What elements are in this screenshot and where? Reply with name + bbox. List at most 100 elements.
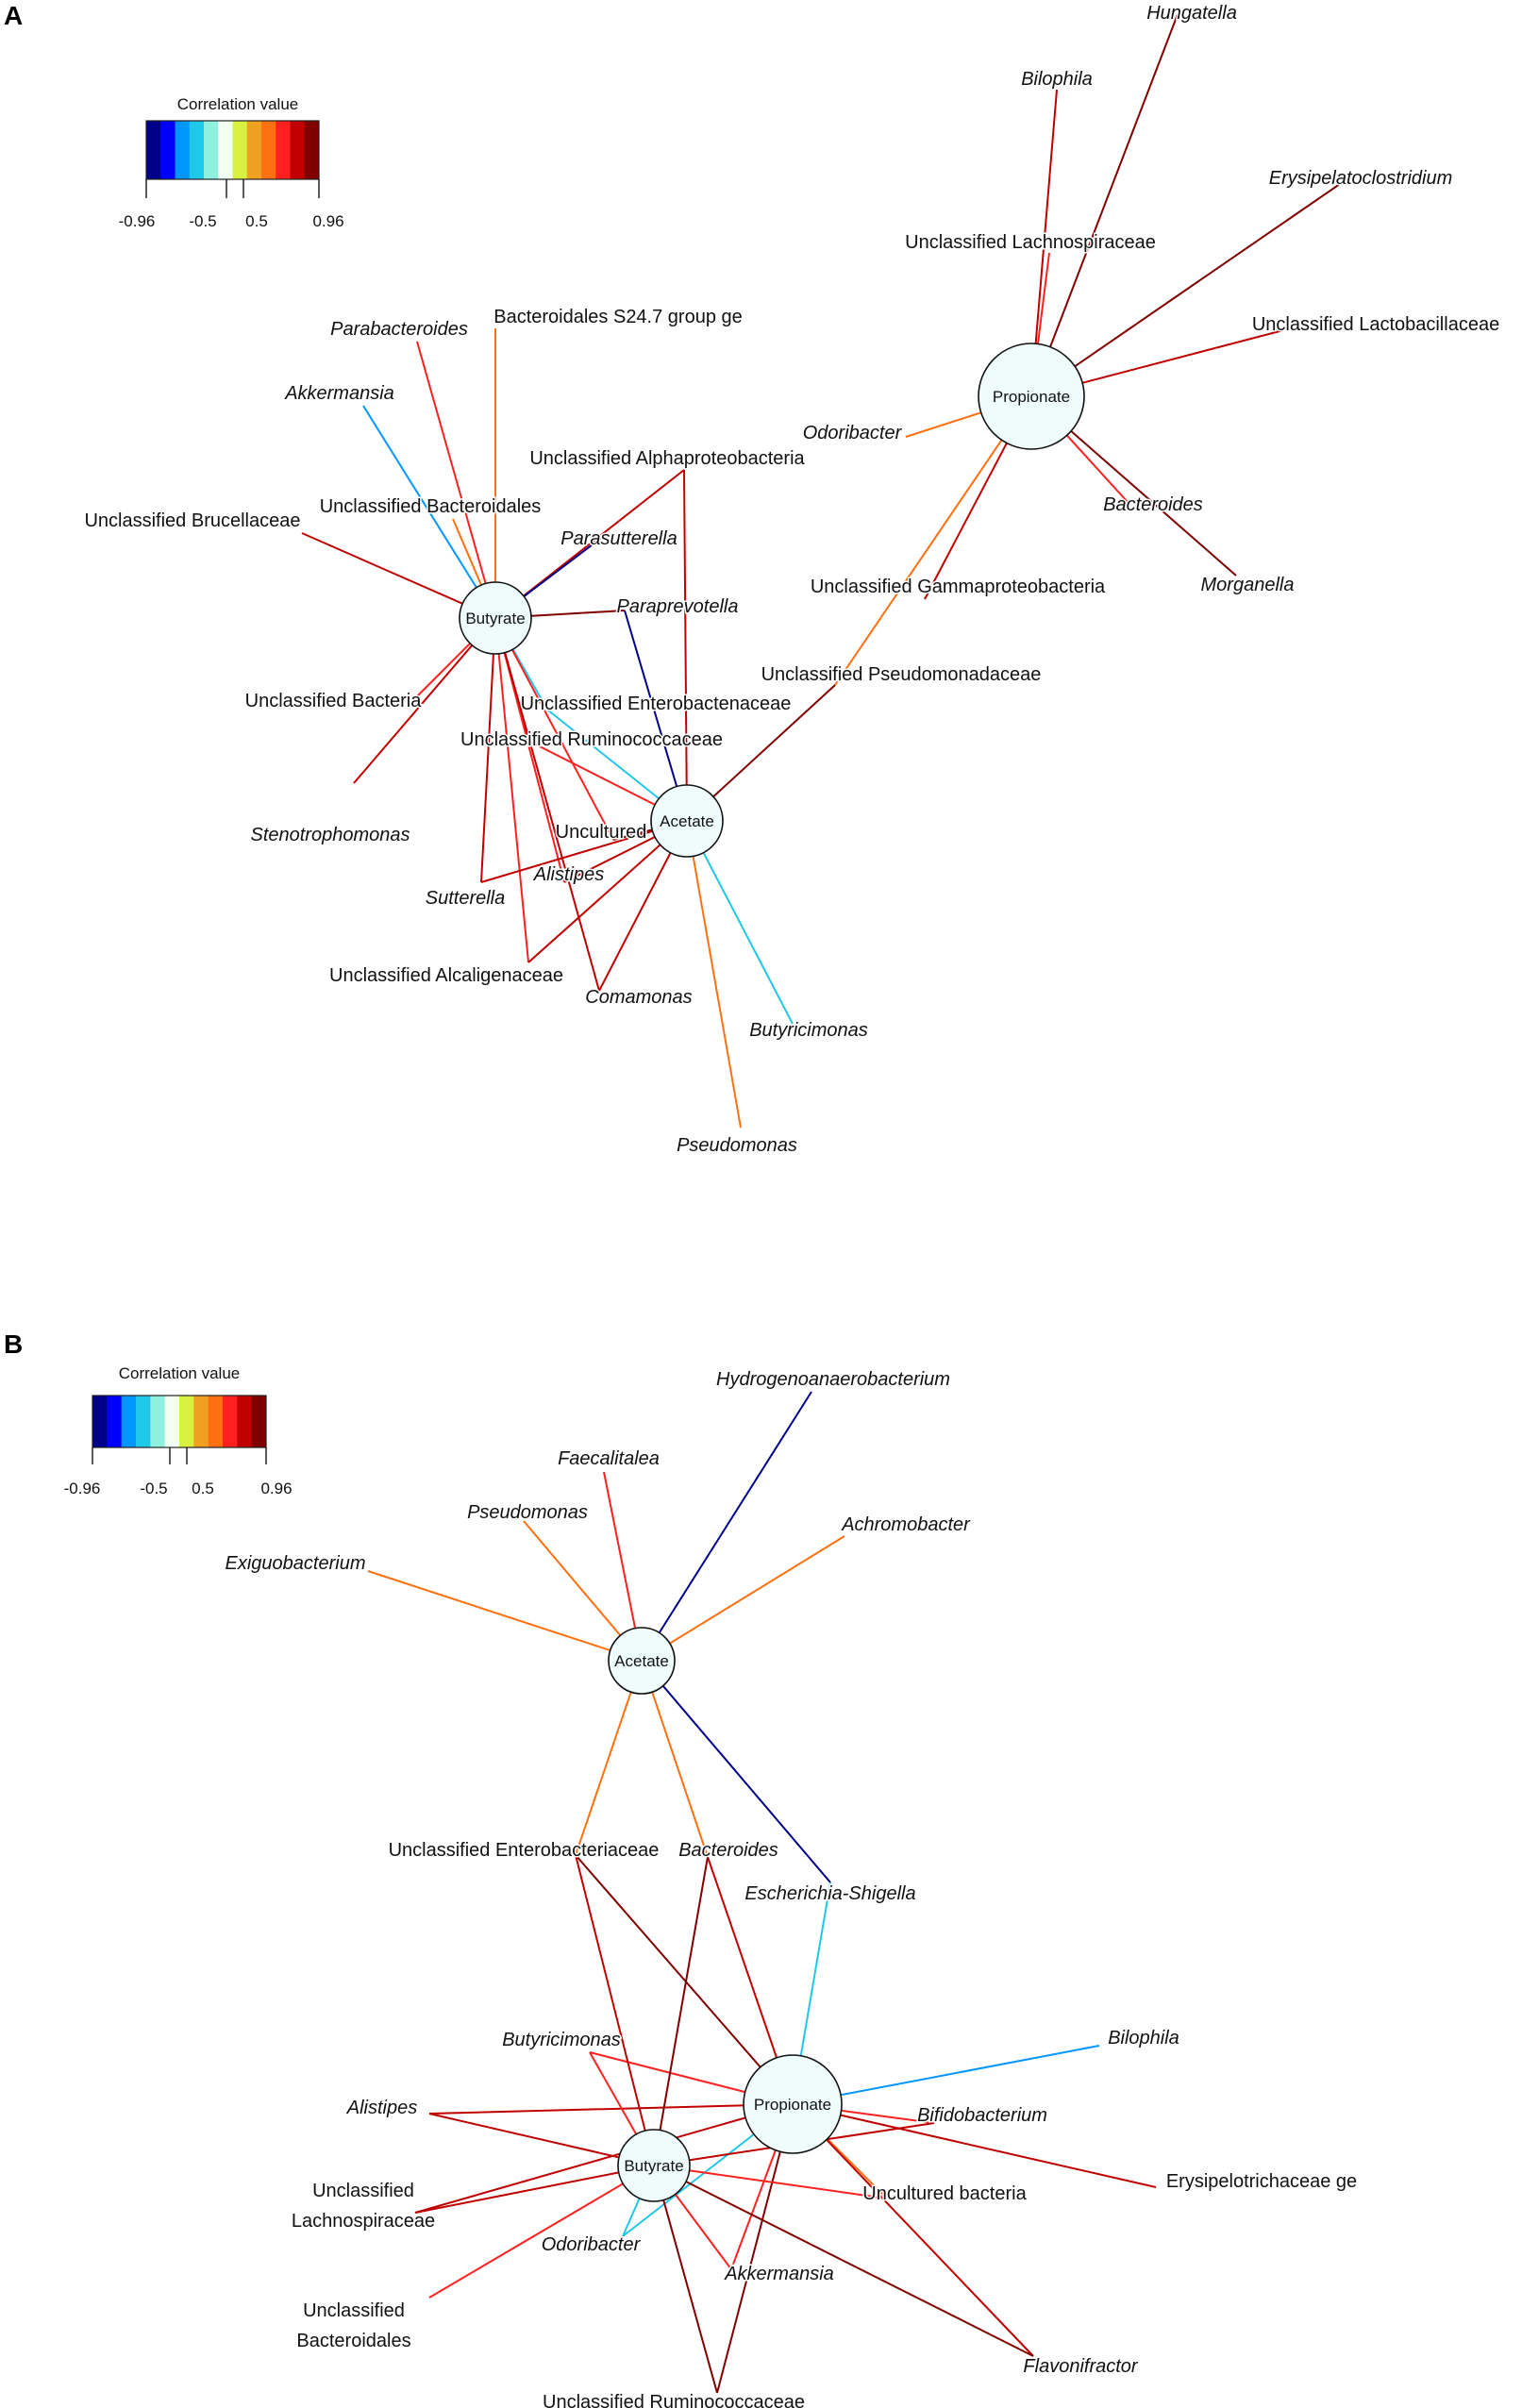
taxon-label-bifido: Bifidobacterium bbox=[917, 2105, 1047, 2126]
edge-propionate-alistipes bbox=[428, 2103, 794, 2115]
edge-butyrate-bacteroides bbox=[653, 1856, 709, 2166]
taxon-label-exiguo: Exiguobacterium bbox=[226, 1553, 366, 1574]
edge-butyrate-alistipes bbox=[428, 2113, 655, 2166]
panel-a: A Correlation value -0.96 -0.5 0.5 0.96 … bbox=[4, 1, 1501, 1158]
taxon-label-pseudomonas: Pseudomonas bbox=[677, 1135, 797, 1156]
taxon-label-butyricimonas: Butyricimonas bbox=[749, 1020, 868, 1041]
edge-propionate-flavoni bbox=[792, 2103, 1034, 2357]
taxon-label-alistipes: Alistipes bbox=[346, 2098, 417, 2118]
edge-acetate-bacteroides bbox=[641, 1660, 709, 1858]
panel-b: B Correlation value -0.96 -0.5 0.5 0.96 … bbox=[4, 1329, 1359, 2408]
colorbar-cell bbox=[164, 1396, 180, 1447]
taxon-label-bacteroidales: Unclassified Bacteroidales bbox=[320, 496, 542, 517]
taxon-label-lachno: Unclassified Lachnospiraceae bbox=[905, 232, 1156, 253]
hub-label-propionate: Propionate bbox=[754, 2096, 831, 2114]
edge-propionate-pseudomonad bbox=[834, 395, 1032, 686]
panel-label-a: A bbox=[4, 1, 23, 30]
colorbar-cell bbox=[223, 1396, 238, 1447]
taxon-label-bacteroides: Bacteroides bbox=[678, 1840, 778, 1861]
taxon-label-paraprev: Paraprevotella bbox=[617, 596, 739, 617]
taxon-label-steno: Stenotrophomonas bbox=[250, 825, 410, 845]
taxon-label-uncultured: Uncultured bbox=[556, 822, 647, 843]
colorbar-cell bbox=[92, 1396, 108, 1447]
edge-layer bbox=[301, 8, 1341, 1129]
edge-propionate-bilophila bbox=[792, 2045, 1100, 2105]
hub-label-butyrate: Butyrate bbox=[465, 610, 525, 627]
colorbar-cell bbox=[193, 1396, 209, 1447]
edge-propionate-entero bbox=[575, 1854, 794, 2105]
taxon-label-bacteroides: Bacteroides bbox=[1103, 494, 1203, 515]
taxon-label-hydrogeno: Hydrogenoanaerobacterium bbox=[716, 1369, 950, 1390]
colorbar-cell bbox=[150, 1396, 166, 1447]
hub-label-propionate: Propionate bbox=[993, 388, 1070, 406]
hub-node-acetate bbox=[650, 784, 724, 858]
edge-propionate-lachno bbox=[414, 2103, 794, 2214]
taxon-label-achromo: Achromobacter bbox=[841, 1514, 971, 1535]
taxon-label-comamonas: Comamonas bbox=[585, 987, 692, 1008]
edge-propionate-erysip bbox=[792, 2103, 1157, 2188]
taxon-label-gamma: Unclassified Gammaproteobacteria bbox=[811, 577, 1106, 597]
taxon-label-flavoni: Flavonifractor bbox=[1023, 2356, 1138, 2377]
taxon-label-odoribacter: Odoribacter bbox=[542, 2234, 642, 2255]
hub-node-acetate bbox=[608, 1627, 676, 1695]
taxon-label-rumino: Unclassified Ruminococcaceae bbox=[543, 2392, 805, 2408]
legend-colorbar bbox=[92, 1395, 267, 1448]
taxon-label-escherichia: Escherichia-Shigella bbox=[744, 1883, 915, 1904]
legend-tick-label: 0.96 bbox=[260, 1480, 292, 1497]
taxon-label-entero: Unclassified Enterobactenaceae bbox=[521, 694, 792, 714]
hub-node-butyrate bbox=[617, 2129, 691, 2202]
edge-butyrate-bacteroidales bbox=[428, 2165, 655, 2299]
taxon-label-ucbac: Unclassified Bacteria bbox=[245, 691, 423, 711]
colorbar-cell bbox=[136, 1396, 151, 1447]
colorbar-cell bbox=[179, 1396, 194, 1447]
edge-acetate-escherichia bbox=[641, 1660, 831, 1883]
colorbar-cell bbox=[218, 121, 233, 179]
edge-acetate-exiguo bbox=[367, 1570, 643, 1662]
colorbar-cell bbox=[107, 1396, 123, 1447]
edge-acetate-alpha bbox=[683, 469, 688, 822]
hub-label-butyrate: Butyrate bbox=[624, 2157, 683, 2175]
taxon-label-layer: HungatellaBilophilaErysipelatoclostridiu… bbox=[83, 2, 1501, 1158]
colorbar-cell bbox=[251, 1396, 267, 1447]
taxon-label-pseudomonas: Pseudomonas bbox=[467, 1502, 588, 1523]
legend-tick-label: 0.5 bbox=[245, 212, 268, 230]
legend-tick-label: 0.96 bbox=[312, 212, 343, 230]
hub-node-propionate bbox=[743, 2054, 843, 2154]
taxon-label-butyricimonas: Butyricimonas bbox=[502, 2030, 621, 2050]
taxon-label-sutterella: Sutterella bbox=[426, 888, 506, 909]
taxon-label-brucell: Unclassified Brucellaceae bbox=[84, 510, 300, 531]
taxon-label-akk: Akkermansia bbox=[724, 2264, 834, 2284]
edge-butyrate-comamonas bbox=[494, 617, 600, 992]
colorbar-cell bbox=[276, 121, 291, 179]
hub-node-butyrate bbox=[459, 581, 532, 655]
colorbar-cell bbox=[304, 121, 320, 179]
taxon-label-bilophila: Bilophila bbox=[1021, 69, 1093, 90]
edge-butyrate-akk bbox=[362, 405, 496, 619]
edge-butyrate-alcalig bbox=[494, 617, 529, 963]
edge-propionate-hungatella bbox=[1030, 8, 1180, 397]
taxon-label-parasut: Parasutterella bbox=[560, 528, 677, 549]
taxon-label-bilophila: Bilophila bbox=[1108, 2028, 1179, 2048]
correlation-legend: Correlation value -0.96 -0.5 0.5 0.96 bbox=[64, 1364, 293, 1497]
taxon-label-faecalitalea: Faecalitalea bbox=[558, 1448, 660, 1469]
colorbar-cell bbox=[208, 1396, 224, 1447]
taxon-label-uncultured: Uncultured bacteria bbox=[862, 2183, 1027, 2204]
legend-title: Correlation value bbox=[119, 1364, 241, 1382]
edge-butyrate-lachno bbox=[414, 2165, 655, 2214]
colorbar-cell bbox=[175, 121, 191, 179]
taxon-label-pseudomonad: Unclassified Pseudomonadaceae bbox=[761, 664, 1042, 685]
taxon-label-entero: Unclassified Enterobacteriaceae bbox=[389, 1840, 660, 1861]
edge-propionate-erysipelato bbox=[1030, 183, 1341, 397]
taxon-label-lactobac: Unclassified Lactobacillaceae bbox=[1252, 314, 1499, 335]
colorbar-frame bbox=[145, 120, 320, 180]
colorbar-cell bbox=[261, 121, 276, 179]
taxon-label-alistipes: Alistipes bbox=[533, 864, 604, 885]
colorbar-cell bbox=[189, 121, 205, 179]
edge-butyrate-rumino bbox=[653, 2165, 718, 2394]
edge-butyrate-uncultured bbox=[653, 2165, 888, 2199]
hub-label-acetate: Acetate bbox=[660, 812, 714, 830]
